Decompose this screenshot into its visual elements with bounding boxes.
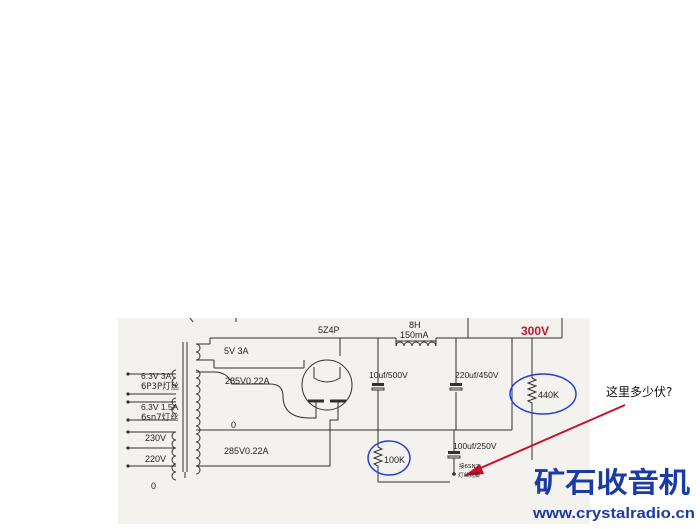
label-tap-6p3-3a: 6.3V 3A [141, 371, 172, 381]
rectifier-tube-5z4p [301, 359, 353, 411]
annotation-question: 这里多少伏? [606, 384, 672, 399]
label-tap-220: 220V [145, 454, 166, 464]
schematic-panel [118, 318, 590, 524]
label-tap-230: 230V [145, 433, 166, 443]
label-choke-inductance: 8H [409, 320, 421, 330]
label-zero: 0 [231, 420, 236, 430]
label-c2: 220uf/450V [455, 370, 499, 380]
capacitor-c3 [447, 451, 461, 459]
label-tap-6p3-1p5a: 6.3V 1.5A [141, 402, 179, 412]
resistor-100k [372, 446, 384, 472]
label-5z4p: 5Z4P [318, 325, 340, 335]
label-r-100k: 100K [384, 455, 405, 465]
label-sec-hv-bottom: 285V0.22A [224, 446, 269, 456]
highlight-circle-100k [367, 440, 411, 476]
label-tap-6p3-3a-note: 6P3P灯丝 [141, 381, 180, 392]
label-sec-hv-top: 285V0.22A [225, 376, 270, 386]
label-choke-current: 150mA [400, 330, 429, 340]
label-c1: 10uf/500V [369, 370, 408, 380]
label-c3: 100uf/250V [453, 441, 497, 451]
resistor-440k [526, 377, 538, 406]
highlight-circle-440k [509, 373, 577, 415]
label-r-440k: 440K [538, 390, 559, 400]
watermark-url: www.crystalradio.cn [532, 506, 695, 522]
label-tap-6p3-1p5a-note: 6sn7灯丝 [141, 412, 179, 423]
label-connection-note-2: 灯丝对脚 [458, 471, 481, 479]
label-b-plus: 300V [521, 324, 549, 338]
label-tap-0: 0 [151, 481, 156, 491]
lead-terminals [126, 372, 456, 476]
capacitor-c1 [371, 383, 385, 391]
watermark-title: 矿石收音机 [534, 466, 690, 499]
label-sec-5v: 5V 3A [224, 346, 249, 356]
label-connection-note-1: 接6SN7 [459, 462, 480, 470]
wiring [128, 317, 563, 483]
arrow-pointer [464, 404, 626, 476]
capacitor-c2 [449, 383, 463, 391]
choke-8h [395, 338, 437, 347]
